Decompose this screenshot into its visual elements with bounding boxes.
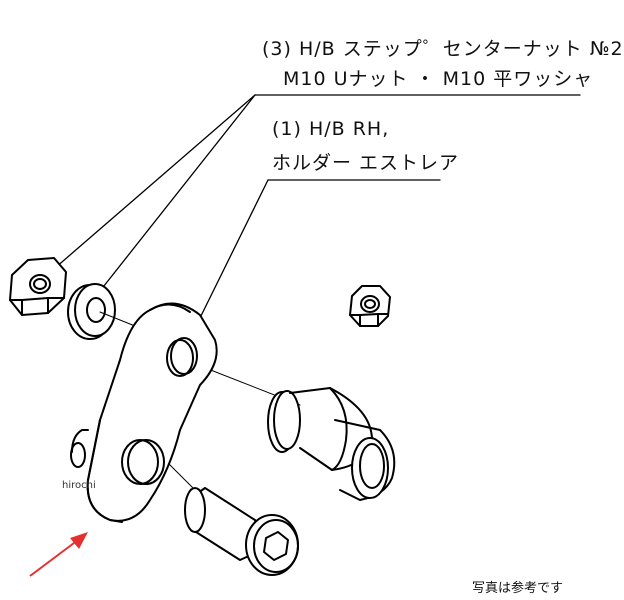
callout-part1-line2: ホルダー エストレア [272, 152, 460, 174]
callout-part3-line2: M10 Uナット ・ M10 平ワッシャ [283, 68, 594, 90]
leader-lines-part3 [54, 94, 581, 297]
highlight-arrow [29, 532, 88, 577]
holder-bracket [70, 302, 218, 523]
leader-lines-part1 [195, 179, 441, 327]
exploded-parts-diagram [9, 94, 581, 577]
flat-washer [67, 283, 116, 340]
disclaimer-text: 写真は参考です [472, 581, 564, 596]
hex-nut-large [9, 257, 67, 316]
button-head-bolt [184, 487, 299, 576]
callout-part3-line1: (3) H/B ステップ゜センターナット №2 [262, 38, 624, 60]
step-center-sleeve [267, 387, 396, 501]
callout-part1-line1: (1) H/B RH, [272, 118, 390, 140]
watermark-text: hirochi [62, 480, 96, 491]
hex-nut-small [349, 285, 391, 327]
